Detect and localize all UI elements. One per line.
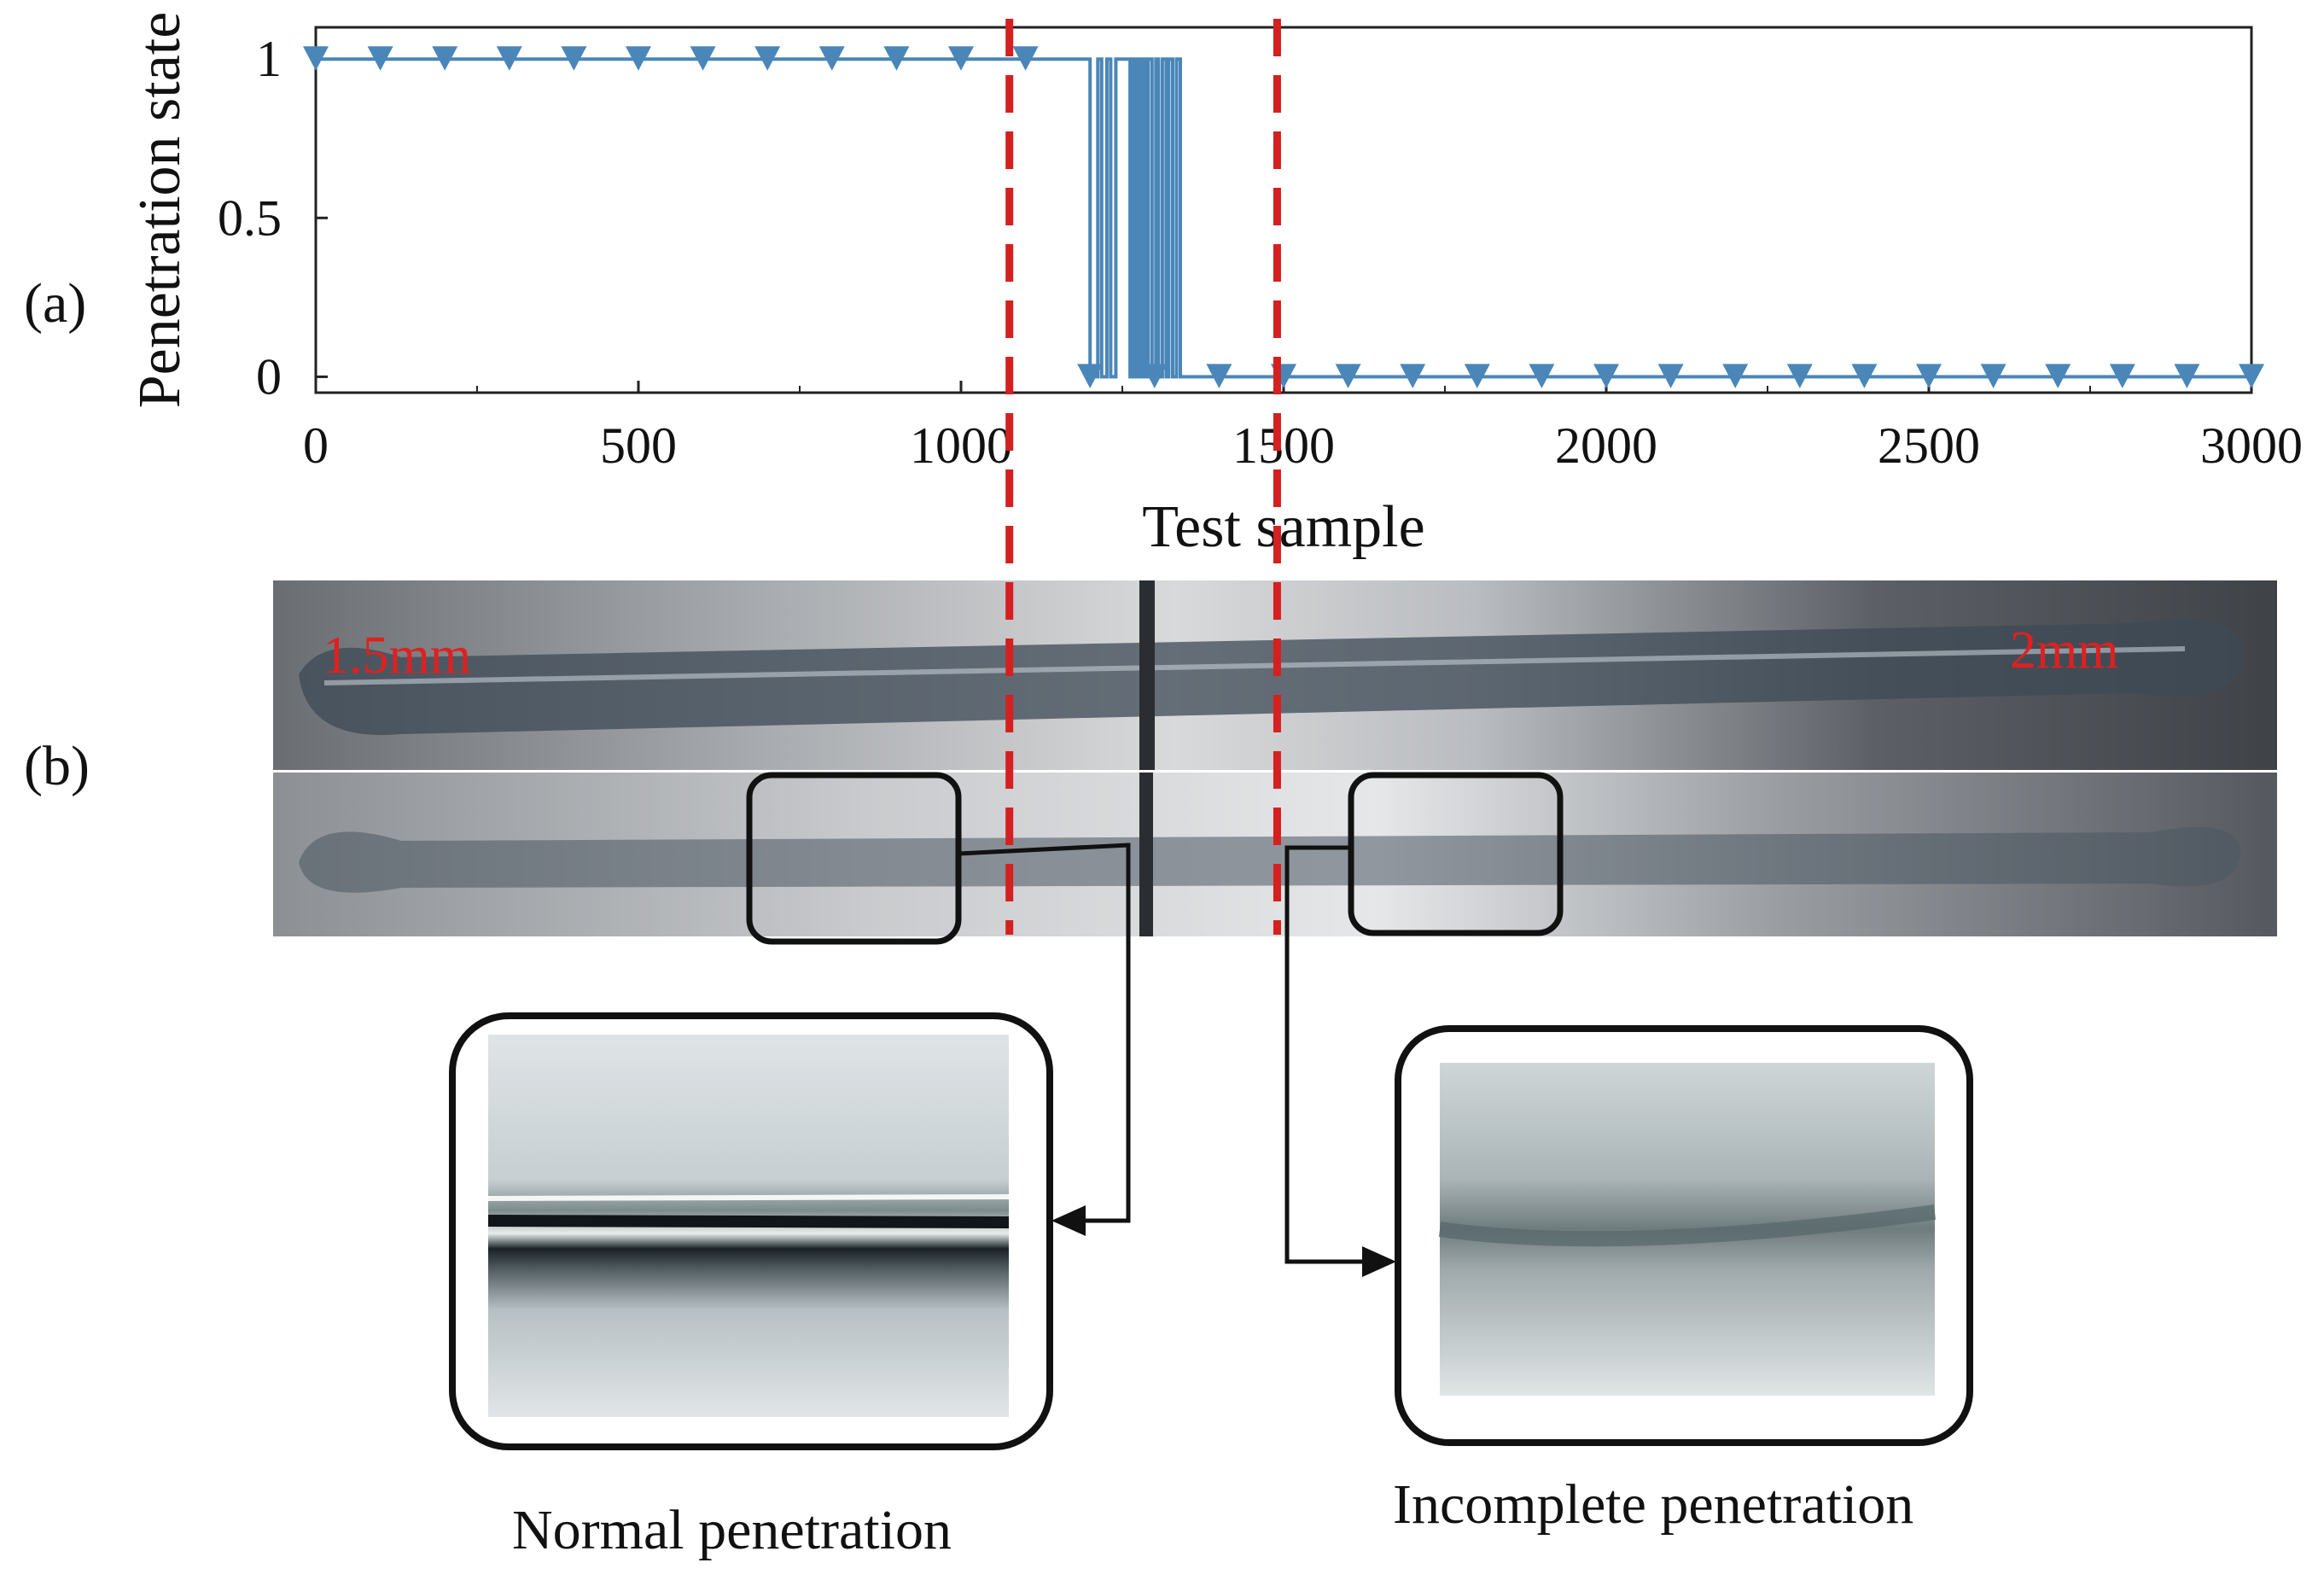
x-tick-label: 0 xyxy=(303,417,329,474)
series-marker xyxy=(883,46,910,71)
series-marker xyxy=(1722,364,1749,388)
plot-frame xyxy=(314,26,2253,394)
series-marker xyxy=(1593,364,1619,388)
series-marker xyxy=(1916,364,1942,388)
x-tick-label: 500 xyxy=(600,417,677,474)
weld-bead-top xyxy=(299,619,2245,736)
series-marker xyxy=(818,46,845,71)
series-marker xyxy=(2109,364,2135,388)
incomplete-region-box xyxy=(1348,772,1564,936)
y-tick-label: 0 xyxy=(256,348,282,405)
x-ticks: 0 500 1000 1500 2000 2500 3000 xyxy=(303,381,2303,474)
series-marker xyxy=(626,46,651,71)
series-marker xyxy=(561,46,587,71)
series-marker xyxy=(1657,364,1684,388)
series-markers xyxy=(303,46,2264,388)
series-marker xyxy=(1851,364,1878,388)
thickness-label-left: 1.5mm xyxy=(323,627,471,685)
thickness-label-right: 2mm xyxy=(2010,621,2118,679)
series-marker xyxy=(1206,364,1232,388)
series-marker xyxy=(1335,364,1361,388)
series-marker xyxy=(754,46,781,71)
normal-connector xyxy=(958,843,1131,1223)
series-marker xyxy=(1141,364,1168,388)
series-marker xyxy=(1786,364,1813,388)
x-axis-label: Test sample xyxy=(1142,494,1424,560)
series-marker xyxy=(1464,364,1490,388)
y-tick-label: 0.5 xyxy=(218,190,282,246)
series-marker xyxy=(1529,364,1555,388)
series-marker xyxy=(1077,364,1104,388)
y-ticks: 00.51 xyxy=(218,31,328,405)
y-tick-label: 1 xyxy=(256,31,282,87)
plate-joint-line xyxy=(1139,580,1155,770)
series-marker xyxy=(690,46,716,71)
x-tick-label: 3000 xyxy=(2200,417,2303,474)
weld-bead-bottom xyxy=(299,826,2240,893)
panel-label-a: (a) xyxy=(24,272,87,335)
series-marker xyxy=(948,46,974,71)
series-marker xyxy=(1980,364,2007,388)
series-marker xyxy=(496,46,522,71)
series-marker xyxy=(432,46,458,71)
caption-normal-penetration: Normal penetration xyxy=(512,1499,952,1561)
reference-lines xyxy=(1005,19,1281,935)
series-marker xyxy=(367,46,393,71)
series-marker xyxy=(2174,364,2200,388)
incomplete-connector-arrow xyxy=(1362,1246,1396,1277)
series-line xyxy=(316,57,2251,379)
series-marker xyxy=(1012,46,1039,71)
series-marker xyxy=(303,46,329,71)
x-tick-label: 2500 xyxy=(1878,417,1980,474)
y-axis-label: Penetration state xyxy=(127,12,193,409)
x-tick-label: 1500 xyxy=(1232,417,1335,474)
normal-connector-arrow xyxy=(1051,1205,1086,1236)
normal-region-box xyxy=(746,772,962,945)
series-marker xyxy=(2045,364,2071,388)
series-marker xyxy=(1400,364,1426,388)
x-tick-label: 1000 xyxy=(910,417,1012,474)
x-tick-label: 2000 xyxy=(1555,417,1657,474)
series-marker xyxy=(2239,364,2264,388)
panel-label-b: (b) xyxy=(24,735,90,797)
incomplete-connector xyxy=(1284,845,1366,1264)
caption-incomplete-penetration: Incomplete penetration xyxy=(1393,1473,1914,1536)
